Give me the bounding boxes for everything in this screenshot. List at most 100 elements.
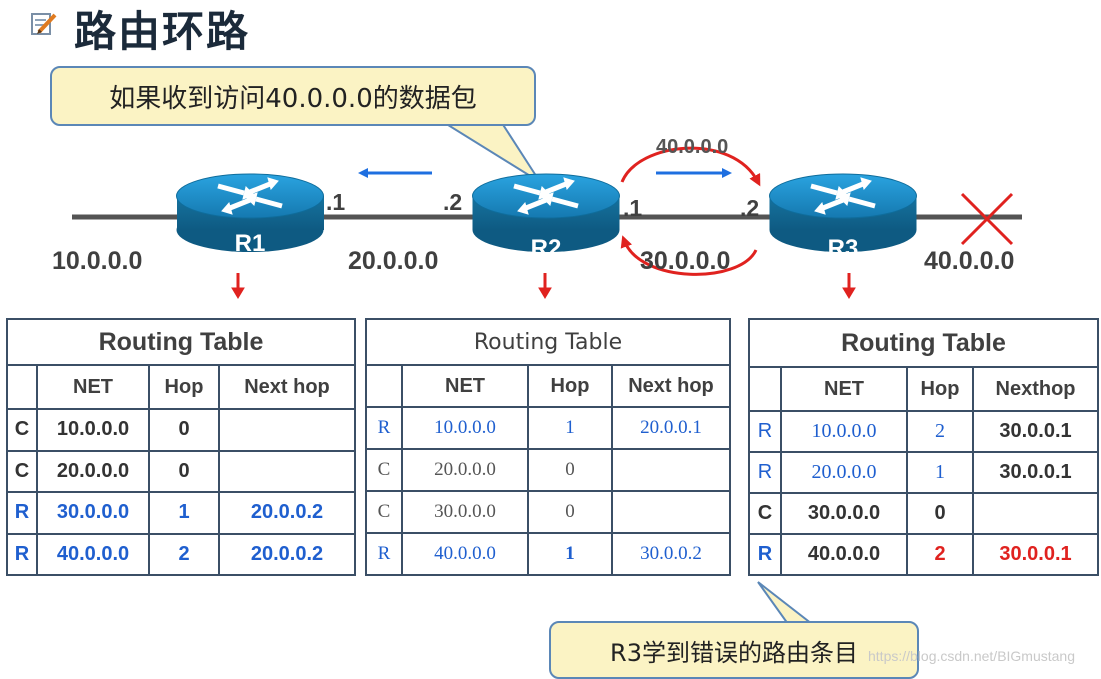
row-nexthop: 30.0.0.2 — [611, 532, 731, 576]
table-caption: Routing Table — [365, 318, 731, 366]
row-net: 30.0.0.0 — [780, 492, 908, 535]
watermark-url: https://blog.csdn.net/BIGmustang — [868, 648, 1076, 664]
network-label-40: 40.0.0.0 — [924, 247, 1015, 275]
routing-table-r3: Routing Table NET Hop Nexthop R 10.0.0.0… — [748, 318, 1099, 576]
row-net: 20.0.0.0 — [401, 448, 529, 492]
network-label-30: 30.0.0.0 — [640, 247, 731, 275]
network-label-10: 10.0.0.0 — [52, 247, 143, 275]
routing-table-r2: Routing Table NET Hop Next hop R 10.0.0.… — [365, 318, 731, 576]
table-row: R 40.0.0.0 2 30.0.0.1 — [748, 533, 1099, 576]
row-nexthop: 20.0.0.1 — [611, 406, 731, 450]
network-label-20: 20.0.0.0 — [348, 247, 439, 275]
table-row: C 10.0.0.0 0 — [6, 408, 356, 452]
row-nexthop — [218, 449, 356, 493]
table-header-net: NET — [780, 366, 908, 412]
table-row: R 30.0.0.0 1 20.0.0.2 — [6, 491, 356, 535]
row-hop: 1 — [527, 406, 613, 450]
table-header-type — [748, 366, 782, 412]
row-type: R — [365, 532, 403, 576]
router-r1-icon — [176, 173, 324, 252]
loop-arrow-bottom — [620, 235, 758, 276]
row-nexthop — [611, 490, 731, 534]
port-label-r1-right: .1 — [326, 189, 346, 215]
row-type: C — [365, 490, 403, 534]
table-row: R 20.0.0.0 1 30.0.0.1 — [748, 451, 1099, 494]
table-header-nexthop: Nexthop — [972, 366, 1099, 412]
row-net: 30.0.0.0 — [36, 491, 150, 535]
row-nexthop: 30.0.0.1 — [972, 451, 1099, 494]
router-r2-label: R2 — [530, 235, 562, 262]
row-net: 20.0.0.0 — [36, 449, 150, 493]
table-row: R 40.0.0.0 2 20.0.0.2 — [6, 532, 356, 576]
row-type: R — [6, 532, 38, 576]
router-r1-label: R1 — [234, 230, 266, 257]
row-nexthop: 30.0.0.1 — [972, 533, 1099, 576]
row-hop: 1 — [906, 451, 974, 494]
row-type: R — [748, 451, 782, 494]
row-type: R — [6, 491, 38, 535]
table-caption: Routing Table — [6, 318, 356, 366]
row-nexthop: 20.0.0.2 — [218, 532, 356, 576]
callout-top-tail — [436, 119, 541, 183]
row-hop: 2 — [906, 533, 974, 576]
table-header-type — [365, 364, 403, 408]
row-hop: 0 — [527, 448, 613, 492]
row-nexthop — [218, 408, 356, 452]
table-header-type — [6, 364, 38, 410]
row-net: 10.0.0.0 — [780, 410, 908, 453]
callout-packet-question: 如果收到访问40.0.0.0的数据包 — [50, 66, 536, 126]
row-nexthop — [972, 492, 1099, 535]
row-net: 40.0.0.0 — [36, 532, 150, 576]
row-hop: 2 — [148, 532, 220, 576]
row-nexthop: 20.0.0.2 — [218, 491, 356, 535]
port-label-r2-left: .2 — [443, 189, 463, 215]
table-row: R 10.0.0.0 2 30.0.0.1 — [748, 410, 1099, 453]
table-row: C 30.0.0.0 0 — [365, 490, 731, 534]
table-header-hop: Hop — [527, 364, 613, 408]
routing-table-r1: Routing Table NET Hop Next hop C 10.0.0.… — [6, 318, 356, 576]
link-down-x-icon — [960, 192, 1014, 246]
row-hop: 2 — [906, 410, 974, 453]
table-header-hop: Hop — [148, 364, 220, 410]
row-type: R — [365, 406, 403, 450]
table-header-nexthop: Next hop — [611, 364, 731, 408]
row-hop: 0 — [148, 449, 220, 493]
table-header-net: NET — [36, 364, 150, 410]
router-r3-icon — [769, 173, 917, 252]
row-net: 30.0.0.0 — [401, 490, 529, 534]
row-nexthop — [611, 448, 731, 492]
port-label-r2-right: .1 — [623, 195, 643, 221]
table-header-nexthop: Next hop — [218, 364, 356, 410]
row-type: C — [6, 449, 38, 493]
table-row: R 10.0.0.0 1 20.0.0.1 — [365, 406, 731, 450]
router-r2-icon — [472, 173, 620, 252]
table-row: C 20.0.0.0 0 — [365, 448, 731, 492]
table-header-hop: Hop — [906, 366, 974, 412]
port-label-r3-left: .2 — [740, 195, 760, 221]
table-row: R 40.0.0.0 1 30.0.0.2 — [365, 532, 731, 576]
row-net: 40.0.0.0 — [780, 533, 908, 576]
row-net: 10.0.0.0 — [401, 406, 529, 450]
row-net: 20.0.0.0 — [780, 451, 908, 494]
row-type: C — [365, 448, 403, 492]
edit-note-icon — [31, 13, 57, 35]
row-hop: 0 — [527, 490, 613, 534]
row-hop: 1 — [527, 532, 613, 576]
row-hop: 0 — [148, 408, 220, 452]
page-title: 路由环路 — [74, 7, 251, 56]
row-hop: 0 — [906, 492, 974, 535]
table-row: C 20.0.0.0 0 — [6, 449, 356, 493]
row-hop: 1 — [148, 491, 220, 535]
table-header-net: NET — [401, 364, 529, 408]
row-net: 40.0.0.0 — [401, 532, 529, 576]
row-type: R — [748, 533, 782, 576]
callout-wrong-route: R3学到错误的路由条目 — [549, 621, 919, 679]
row-net: 10.0.0.0 — [36, 408, 150, 452]
loop-network-label: 40.0.0.0 — [656, 136, 729, 158]
table-caption: Routing Table — [748, 318, 1099, 368]
row-type: C — [6, 408, 38, 452]
row-nexthop: 30.0.0.1 — [972, 410, 1099, 453]
table-row: C 30.0.0.0 0 — [748, 492, 1099, 535]
row-type: R — [748, 410, 782, 453]
